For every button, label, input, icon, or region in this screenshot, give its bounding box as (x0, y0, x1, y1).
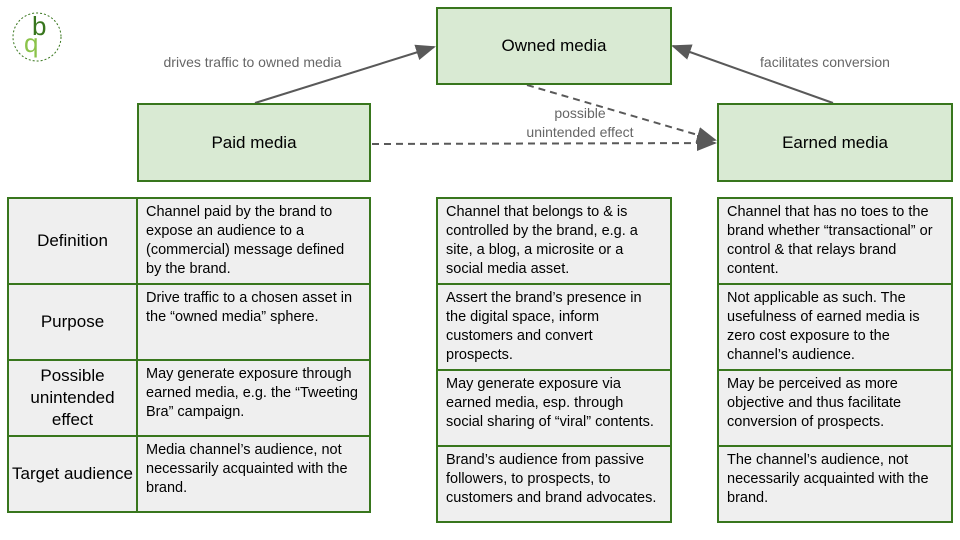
table-cell: May generate exposure through earned med… (136, 359, 371, 437)
table-cell: Assert the brand’s presence in the digit… (436, 283, 672, 371)
row-header: Definition (7, 197, 138, 285)
row-header: Purpose (7, 283, 138, 361)
logo: b q (12, 11, 62, 62)
node-owned-media: Owned media (436, 7, 672, 85)
table-cell: Media channel’s audience, not necessaril… (136, 435, 371, 513)
table-cell: Not applicable as such. The usefulness o… (717, 283, 953, 371)
table-cell: Channel that has no toes to the brand wh… (717, 197, 953, 285)
edge-label-drives-traffic: drives traffic to owned media (163, 54, 342, 70)
table-cell: Channel that belongs to & is controlled … (436, 197, 672, 285)
table-cell: Brand’s audience from passive followers,… (436, 445, 672, 523)
row-header: Target audience (7, 435, 138, 513)
arrow-paid-to-earned (371, 135, 717, 152)
table-cell: Drive traffic to a chosen asset in the “… (136, 283, 371, 361)
node-paid-media: Paid media (137, 103, 371, 182)
arrow-paid-to-owned (254, 44, 436, 104)
table-cell: Channel paid by the brand to expose an a… (136, 197, 371, 285)
owned-media-table: Channel that belongs to & is controlled … (436, 197, 672, 523)
table-cell: May generate exposure via earned media, … (436, 369, 672, 447)
node-earned-media: Earned media (717, 103, 953, 182)
arrow-earned-to-owned (671, 44, 834, 104)
svg-text:q: q (24, 28, 38, 58)
edge-label-unintended-effect: possible unintended effect (526, 105, 634, 140)
edge-label-facilitates-conversion: facilitates conversion (760, 54, 890, 70)
svg-text:b: b (32, 11, 46, 41)
row-header: Possible unintended effect (7, 359, 138, 437)
earned-media-table: Channel that has no toes to the brand wh… (717, 197, 953, 523)
arrow-owned-to-earned (526, 84, 717, 143)
table-cell: May be perceived as more objective and t… (717, 369, 953, 447)
table-cell: The channel’s audience, not necessarily … (717, 445, 953, 523)
